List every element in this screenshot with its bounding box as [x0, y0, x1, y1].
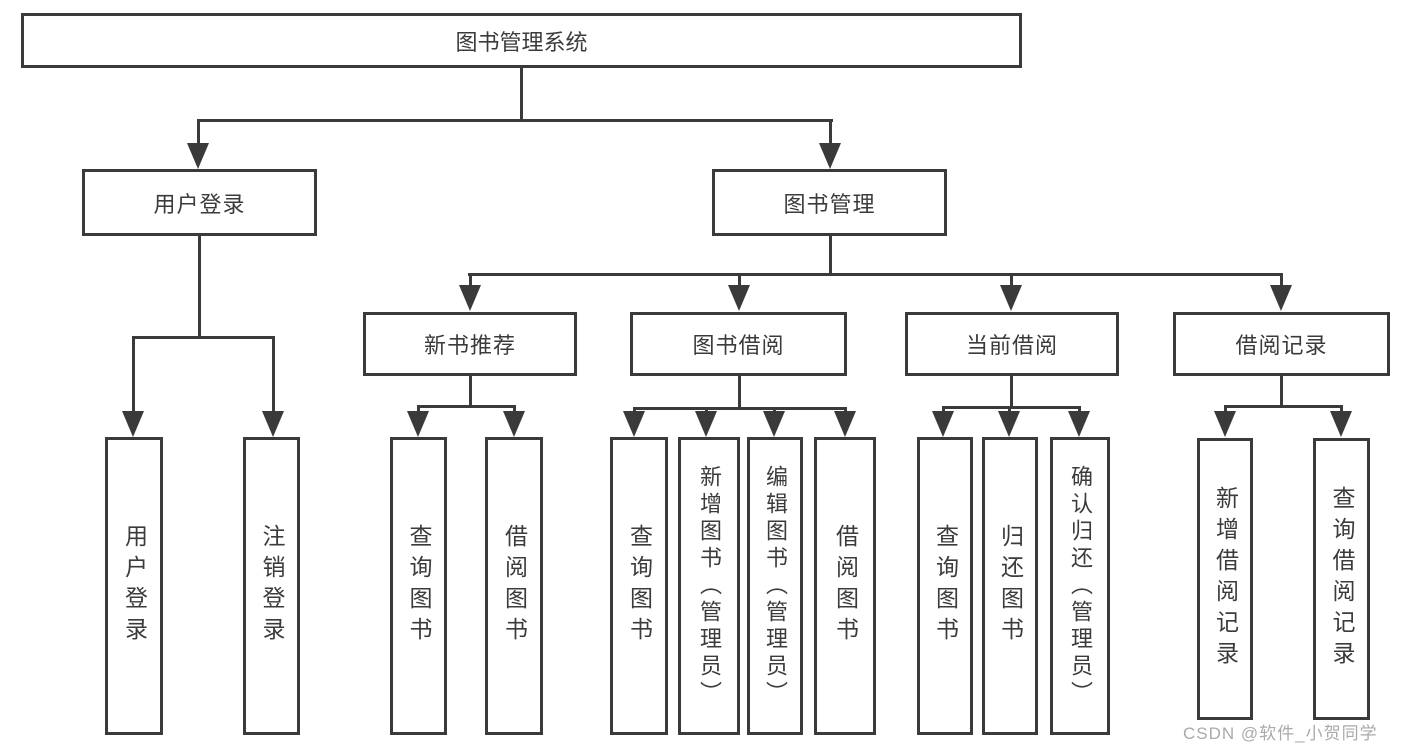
node-label: 当前借阅 [965, 333, 1058, 358]
connector-drop [844, 407, 847, 413]
connector-drop-user-login [197, 119, 200, 145]
leaf-edit-books-admin: 编辑图书（管理员） [747, 437, 803, 735]
node-label: 图书管理系统 [455, 29, 588, 55]
node-root-library-management-system: 图书管理系统 [21, 13, 1022, 68]
connector-drop-book-borrow [738, 273, 741, 287]
node-book-management: 图书管理 [712, 169, 947, 236]
node-label: 注销登录 [259, 524, 285, 648]
node-new-book-recommend: 新书推荐 [363, 312, 577, 376]
connector-user-login-stem [198, 236, 201, 336]
connector-drop-current-borrow [1010, 273, 1013, 287]
connector-drop [1340, 405, 1343, 413]
connector-drop [1078, 406, 1081, 413]
leaf-query-books-borrow: 查询图书 [610, 437, 668, 735]
node-borrow-records: 借阅记录 [1173, 312, 1390, 376]
node-label: 新书推荐 [423, 333, 516, 358]
node-label: 图书管理 [783, 191, 876, 217]
connector-drop-book-management [829, 119, 832, 145]
connector-drop [417, 405, 420, 413]
leaf-add-books-admin: 新增图书（管理员） [678, 437, 740, 735]
leaf-query-books-recommend: 查询图书 [390, 437, 447, 735]
connector-borrow-records-stem [1280, 376, 1283, 405]
arrowhead-borrow-records [1270, 285, 1292, 311]
connector-drop [1224, 405, 1227, 413]
connector-new-book-rail [417, 405, 516, 408]
node-label: 新增借阅记录 [1212, 486, 1239, 672]
arrowhead-leaf [503, 411, 525, 437]
watermark-csdn: CSDN @软件_小贺同学 [1183, 724, 1378, 743]
connector-drop [942, 406, 945, 413]
arrowhead-leaf [834, 411, 856, 437]
connector-book-borrow-stem [738, 376, 741, 407]
node-book-borrow: 图书借阅 [630, 312, 847, 376]
node-label: 编辑图书（管理员） [763, 464, 788, 708]
connector-level3-rail [468, 273, 1283, 276]
connector-book-management-stem [829, 236, 832, 273]
arrowhead-leaf [763, 411, 785, 437]
arrowhead-current-borrow [1000, 285, 1022, 311]
node-label: 借阅图书 [832, 524, 859, 648]
arrowhead-leaf [1214, 411, 1236, 437]
arrowhead-leaf-logout [262, 411, 284, 437]
node-label: 查询借阅记录 [1329, 486, 1355, 672]
node-label: 确认归还（管理员） [1068, 464, 1093, 708]
arrowhead-leaf-login [122, 411, 144, 437]
connector-current-borrow-stem [1010, 376, 1013, 406]
arrowhead-leaf [695, 411, 717, 437]
connector-drop [773, 407, 776, 413]
arrowhead-leaf [1068, 411, 1090, 437]
leaf-logout: 注销登录 [243, 437, 300, 735]
connector-drop-new-book [469, 273, 472, 287]
leaf-user-login: 用户登录 [105, 437, 163, 735]
connector-drop [705, 407, 708, 413]
arrowhead-leaf [998, 411, 1020, 437]
leaf-return-books: 归还图书 [982, 437, 1038, 735]
node-label: 借阅图书 [501, 524, 528, 648]
node-label: 新增图书（管理员） [697, 464, 722, 708]
connector-book-borrow-rail [633, 407, 847, 410]
leaf-borrow-books: 借阅图书 [814, 437, 876, 735]
leaf-query-books-current: 查询图书 [917, 437, 973, 735]
leaf-query-borrow-record: 查询借阅记录 [1313, 438, 1370, 720]
node-label: 图书借阅 [692, 333, 785, 358]
arrowhead-new-book [459, 285, 481, 311]
connector-drop-leaf-login [132, 336, 135, 411]
arrowhead-leaf [407, 411, 429, 437]
connector-drop [513, 405, 516, 413]
leaf-add-borrow-record: 新增借阅记录 [1197, 438, 1253, 720]
connector-current-borrow-rail [942, 406, 1081, 409]
leaf-confirm-return-admin: 确认归还（管理员） [1050, 437, 1110, 735]
leaf-borrow-books-recommend: 借阅图书 [485, 437, 543, 735]
node-user-login: 用户登录 [82, 169, 317, 236]
node-label: 查询图书 [932, 524, 959, 648]
connector-level2-rail [197, 119, 833, 122]
node-current-borrow: 当前借阅 [905, 312, 1119, 376]
connector-user-login-rail [132, 336, 275, 339]
connector-drop-borrow-records [1280, 273, 1283, 287]
arrowhead-leaf [932, 411, 954, 437]
connector-drop [633, 407, 636, 413]
connector-drop [1008, 406, 1011, 413]
connector-new-book-stem [469, 376, 472, 405]
node-label: 用户登录 [153, 191, 246, 217]
arrowhead-book-borrow [728, 285, 750, 311]
arrowhead-leaf [1330, 411, 1352, 437]
arrowhead-leaf [623, 411, 645, 437]
arrowhead-book-management [819, 143, 841, 169]
node-label: 借阅记录 [1235, 333, 1328, 358]
connector-root-stem [520, 68, 523, 119]
connector-drop-leaf-logout [272, 336, 275, 411]
arrowhead-user-login [187, 143, 209, 169]
node-label: 归还图书 [997, 524, 1024, 648]
node-label: 用户登录 [121, 524, 148, 648]
node-label: 查询图书 [626, 524, 653, 648]
node-label: 查询图书 [406, 524, 432, 648]
connector-borrow-records-rail [1224, 405, 1343, 408]
